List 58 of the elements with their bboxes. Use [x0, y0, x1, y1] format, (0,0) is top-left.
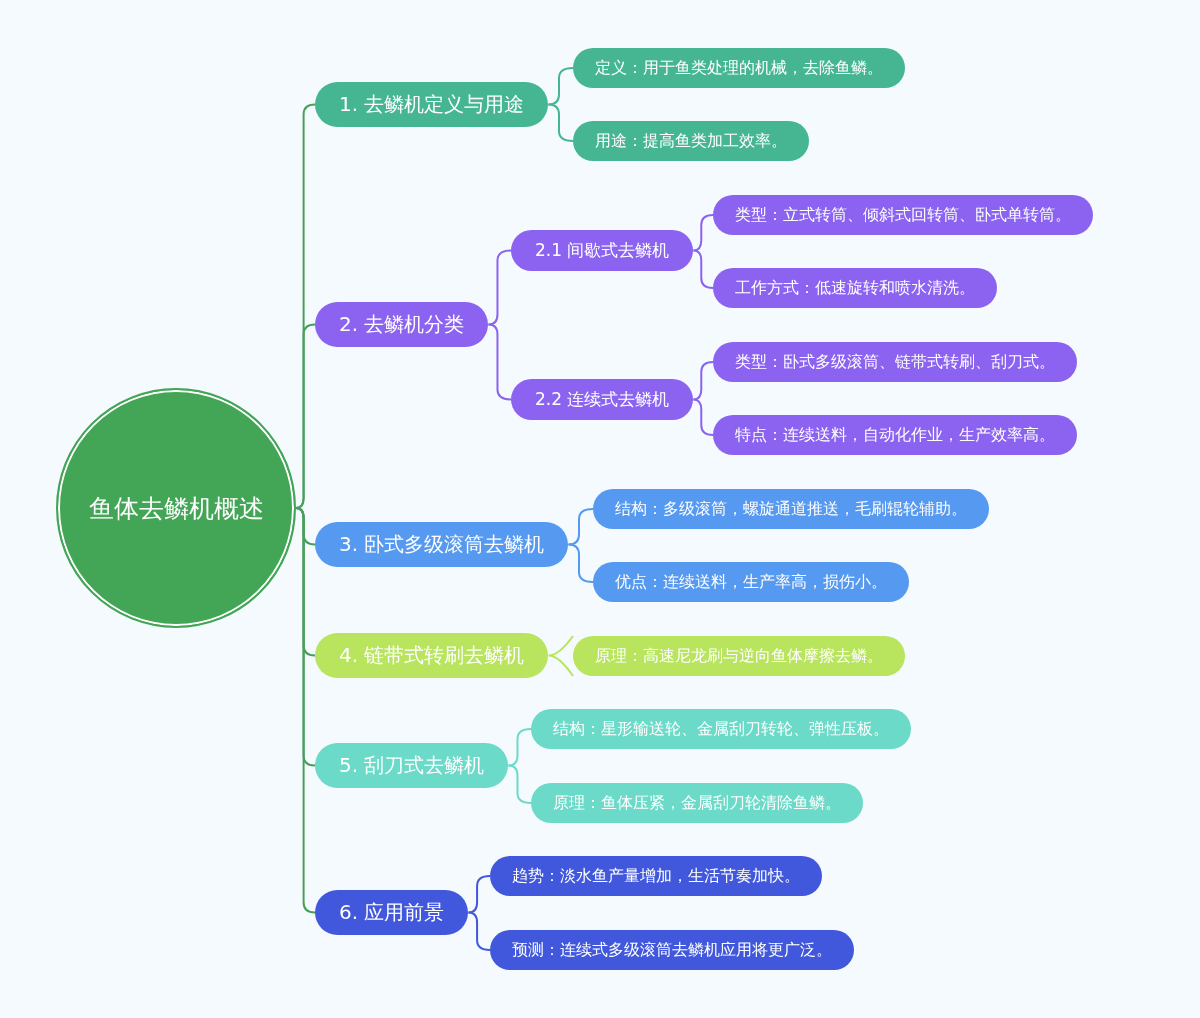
- branch-topic: [315, 633, 549, 678]
- detail-topic: [490, 856, 822, 896]
- branch-topic: [315, 82, 549, 127]
- topic-text: 预测：连续式多级滚筒去鳞机应用将更广泛。: [512, 939, 832, 961]
- connector-line: [692, 249, 714, 289]
- topic-text: 用途：提高鱼类加工效率。: [595, 130, 787, 152]
- topic-text: 结构：星形输送轮、金属刮刀转轮、弹性压板。: [553, 718, 889, 740]
- detail-topic: [713, 342, 1077, 382]
- connector-line: [467, 911, 491, 951]
- branch-topic: [315, 522, 569, 567]
- topic-text: 2. 去鳞机分类: [339, 311, 465, 338]
- topic-text: 5. 刮刀式去鳞机: [339, 752, 485, 779]
- branch-topic: [315, 302, 489, 347]
- detail-topic: [531, 709, 911, 749]
- detail-topic: [593, 562, 909, 602]
- connector-line: [547, 103, 574, 142]
- detail-topic: [490, 930, 854, 970]
- branch-topic: [315, 743, 509, 788]
- topic-text: 1. 去鳞机定义与用途: [339, 91, 525, 118]
- connector-line: [507, 728, 532, 767]
- topic-text: 原理：鱼体压紧，金属刮刀轮清除鱼鳞。: [553, 792, 841, 814]
- topic-text: 结构：多级滚筒，螺旋通道推送，毛刷辊轮辅助。: [615, 498, 967, 520]
- topic-text: 类型：卧式多级滚筒、链带式转刷、刮刀式。: [735, 351, 1055, 373]
- connector-line: [692, 361, 714, 401]
- branch-topic: [315, 890, 469, 935]
- connector-line: [692, 398, 714, 436]
- topic-text: 趋势：淡水鱼产量增加，生活节奏加快。: [512, 865, 800, 887]
- subtopic: [511, 379, 694, 420]
- topic-text: 2.2 连续式去鳞机: [535, 388, 670, 411]
- connector-line: [467, 875, 491, 914]
- connector-line: [567, 508, 594, 546]
- detail-topic: [573, 121, 809, 161]
- detail-topic: [573, 48, 905, 88]
- topic-text: 优点：连续送料，生产率高，损伤小。: [615, 571, 887, 593]
- connector-line: [547, 67, 574, 106]
- detail-topic: [713, 415, 1077, 455]
- detail-topic: [713, 268, 997, 308]
- topic-text: 原理：高速尼龙刷与逆向鱼体摩擦去鳞。: [595, 645, 883, 667]
- topic-text: 4. 链带式转刷去鳞机: [339, 642, 525, 669]
- subtopic: [511, 230, 694, 271]
- connector-line: [692, 214, 714, 252]
- connector-line: [507, 764, 532, 804]
- topic-text: 类型：立式转筒、倾斜式回转筒、卧式单转筒。: [735, 204, 1071, 226]
- topic-text: 特点：连续送料，自动化作业，生产效率高。: [735, 424, 1055, 446]
- topic-text: 3. 卧式多级滚筒去鳞机: [339, 531, 545, 558]
- detail-topic: [531, 783, 863, 823]
- topic-text: 工作方式：低速旋转和喷水清洗。: [735, 277, 975, 299]
- topic-text: 2.1 间歇式去鳞机: [535, 239, 670, 262]
- topic-text: 定义：用于鱼类处理的机械，去除鱼鳞。: [595, 57, 883, 79]
- topic-text: 6. 应用前景: [339, 899, 445, 926]
- detail-topic: [713, 195, 1093, 235]
- connector-line: [487, 323, 512, 401]
- detail-topic: [593, 489, 989, 529]
- topic-text: 鱼体去鳞机概述: [88, 492, 264, 525]
- connector-line: [567, 543, 594, 583]
- connector-line: [547, 635, 574, 677]
- detail-topic: [573, 636, 905, 676]
- connector-line: [487, 249, 512, 326]
